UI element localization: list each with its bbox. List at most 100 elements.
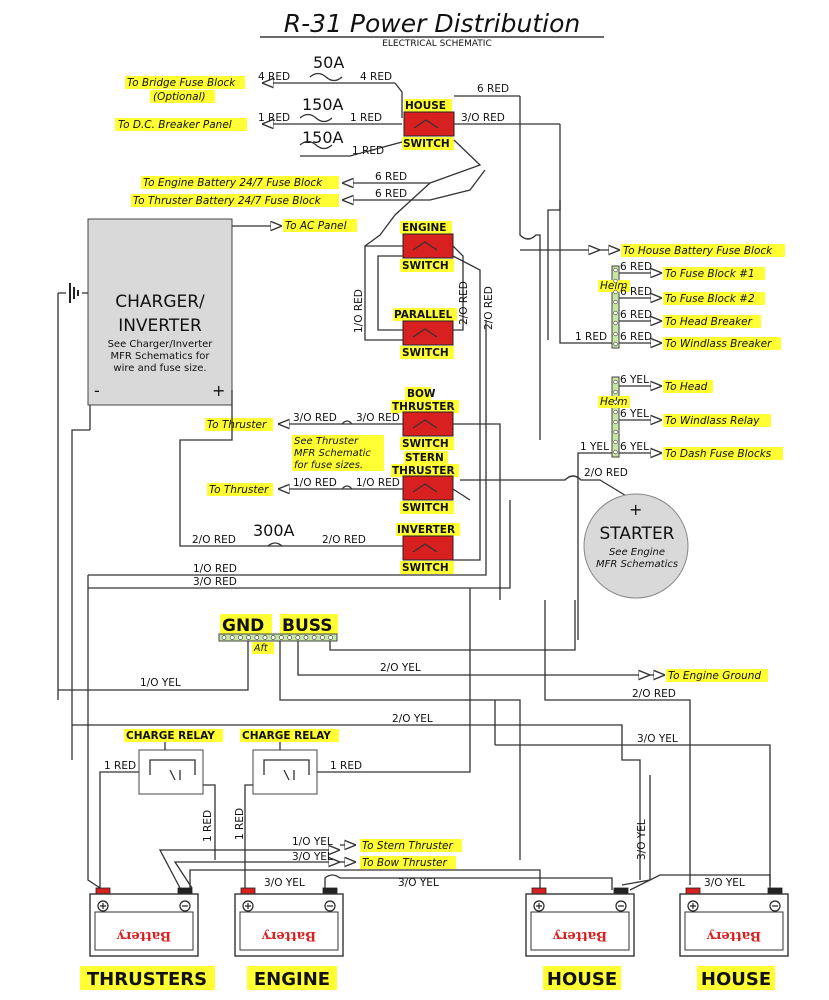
helm-terminal	[613, 341, 618, 347]
wire-label: 1/O RED	[193, 563, 237, 575]
dest-optional-label: (Optional)	[153, 91, 206, 103]
gnd-buss-terminal	[311, 635, 317, 640]
wire-label: 3/O YEL	[398, 877, 439, 889]
wire-label: 3/O YEL	[637, 733, 678, 745]
helm-terminal	[613, 289, 618, 295]
wire-label: 3/O YEL	[292, 851, 333, 863]
dest-windlass-relay-label: To Windlass Relay	[665, 415, 760, 427]
wire-label: 3/O YEL	[704, 877, 745, 889]
wire-label: 6 YEL	[620, 441, 649, 453]
wire-label: 2/O YEL	[392, 713, 433, 725]
wire-label: 1/O YEL	[140, 677, 181, 689]
dest-thruster-label: To Thruster	[209, 484, 269, 496]
dest-thruster-label: To Thruster	[207, 419, 267, 431]
battery-name-house: HOUSE	[547, 969, 617, 990]
gnd-buss-terminal	[238, 635, 243, 640]
switch-label: THRUSTER	[392, 465, 455, 477]
dest-thruster-247-label: To Thruster Battery 24/7 Fuse Block	[133, 195, 322, 207]
gnd-buss-terminal	[287, 635, 292, 640]
battery: Battery	[525, 887, 635, 957]
wire-label: 6 RED	[620, 286, 652, 298]
wire-label: 1/O RED	[293, 477, 337, 489]
switch-label: PARALLEL	[394, 309, 453, 321]
battery: Battery	[89, 887, 199, 957]
wire-label: 2/O RED	[632, 688, 676, 700]
helm-terminal	[613, 389, 618, 395]
charger-inverter-box	[87, 218, 233, 406]
switch-label: THRUSTER	[392, 401, 455, 413]
battery-label: Battery	[117, 928, 172, 943]
wire-label: 1/O RED	[353, 289, 365, 333]
inverter-switch[interactable]	[402, 535, 454, 561]
helm-terminal	[613, 267, 618, 273]
dest-stern-thruster-label: To Stern Thruster	[362, 840, 454, 852]
switch-label: ENGINE	[402, 222, 446, 234]
battery-name-thrusters: THRUSTERS	[87, 969, 207, 990]
dest-dash-label: To Dash Fuse Blocks	[665, 448, 772, 460]
dest-bridge-label: To Bridge Fuse Block	[127, 77, 236, 89]
charger-title: INVERTER	[118, 316, 202, 336]
bow-thruster-switch[interactable]	[402, 411, 454, 437]
wire-label: 1 RED	[352, 145, 384, 157]
wire-label: 3/O RED	[461, 112, 505, 124]
charger-title: CHARGER/	[115, 292, 205, 312]
switch-label: SWITCH	[402, 347, 449, 359]
helm-terminal	[613, 429, 618, 435]
dest-dc-panel-label: To D.C. Breaker Panel	[118, 119, 232, 131]
helm-terminal	[613, 379, 618, 385]
wire-label: 2/O RED	[483, 286, 495, 330]
switch-label: SWITCH	[402, 502, 449, 514]
dest-bow-thruster-label: To Bow Thruster	[362, 857, 448, 869]
charger-minus: -	[94, 381, 100, 400]
gnd-buss-terminal	[328, 635, 333, 640]
house-switch[interactable]	[403, 111, 455, 137]
battery-label: Battery	[553, 928, 608, 943]
stern-thruster-switch[interactable]	[402, 475, 454, 501]
wire-label: 2/O RED	[584, 467, 628, 479]
wire-label: 1 RED	[350, 112, 382, 124]
switch-label: SWITCH	[402, 438, 449, 450]
wire-label: 6 RED	[375, 188, 407, 200]
switch-label: BOW	[407, 388, 436, 400]
charger-plus: +	[212, 381, 225, 400]
switch-label: STERN	[405, 452, 444, 464]
wire-label: 3/O RED	[356, 412, 400, 424]
fuse-50a-label: 50A	[313, 53, 344, 72]
helm-terminal	[613, 278, 618, 284]
helm-terminal	[613, 409, 618, 415]
parallel-switch[interactable]	[402, 320, 454, 346]
thruster-note: MFR Schematic	[294, 448, 371, 459]
wire-label: 2/O RED	[192, 534, 236, 546]
page-subtitle: ELECTRICAL SCHEMATIC	[382, 39, 492, 49]
gnd-buss-bar	[218, 633, 338, 642]
charger-note: wire and fuse size.	[113, 363, 206, 374]
helm-yel-block	[611, 376, 620, 458]
wire-label: 2/O YEL	[380, 662, 421, 674]
helm-label: Helm	[600, 280, 628, 292]
gnd-buss-terminal	[221, 635, 227, 640]
buss-label: BUSS	[282, 616, 333, 636]
gnd-buss-terminal	[320, 635, 325, 640]
battery-name-house: HOUSE	[701, 969, 771, 990]
starter-plus: +	[629, 500, 642, 519]
starter-note: See Engine	[609, 547, 665, 558]
battery-name-engine: ENGINE	[254, 969, 330, 990]
starter-note: MFR Schematics	[596, 559, 678, 570]
helm-terminal	[613, 331, 618, 337]
dest-engine-ground-label: To Engine Ground	[668, 670, 761, 682]
wire-label: 2/O RED	[458, 281, 470, 325]
engine-switch[interactable]	[402, 233, 454, 259]
helm-terminal	[613, 320, 618, 326]
charge-relay-label: CHARGE RELAY	[126, 730, 215, 742]
gnd-buss-terminal	[229, 635, 235, 640]
gnd-label: GND	[222, 616, 264, 636]
switch-label: SWITCH	[402, 260, 449, 272]
gnd-buss-terminal	[295, 635, 301, 640]
dest-head-label: To Head	[665, 381, 708, 393]
wire-label: 1 RED	[104, 760, 136, 772]
chassis-ground-icon	[58, 283, 88, 303]
starter-circle	[583, 493, 689, 599]
wire-label: 1 RED	[258, 112, 290, 124]
fuse-150a-label: 150A	[302, 95, 344, 114]
